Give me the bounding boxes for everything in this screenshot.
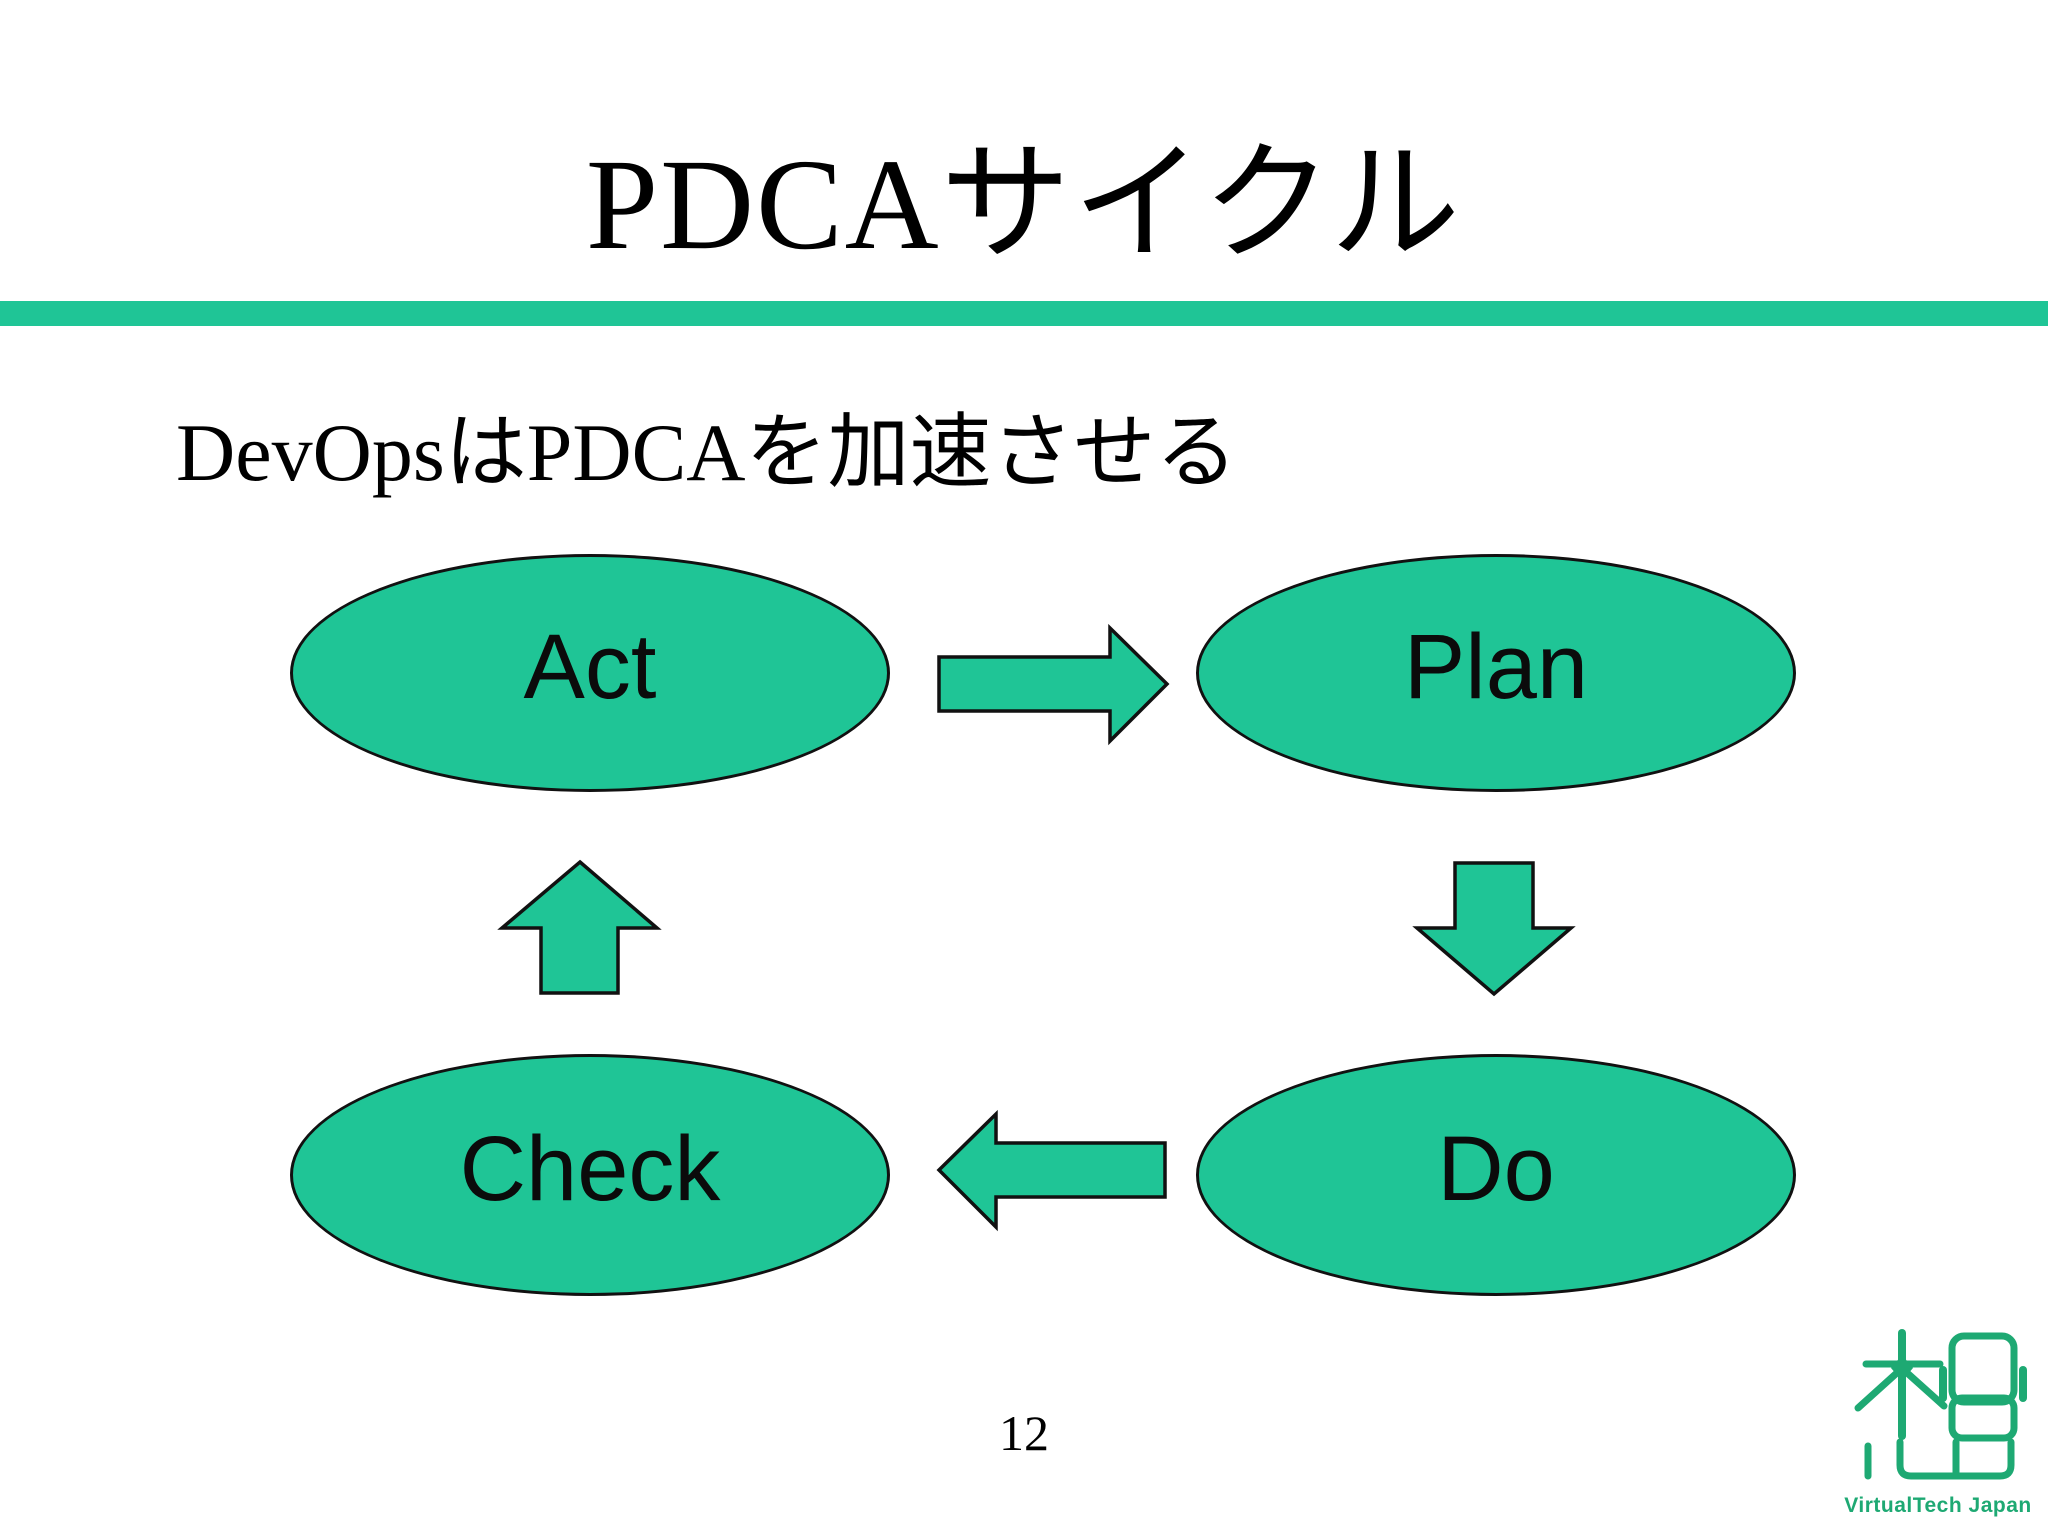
slide-title: PDCAサイクル (585, 133, 1463, 277)
arrow-do-to-check-icon (936, 1109, 1167, 1232)
node-plan: Plan (1196, 554, 1796, 792)
title-divider-bar (0, 301, 2048, 326)
arrow-plan-to-do-icon (1412, 861, 1576, 997)
slide-subtitle: DevOpsはPDCAを加速させる (176, 407, 1238, 498)
logo-wordmark: VirtualTech Japan (1844, 1494, 2031, 1517)
arrow-act-to-plan-icon (937, 623, 1170, 746)
node-act-label: Act (523, 615, 657, 718)
node-do-label: Do (1437, 1117, 1555, 1220)
page-number: 12 (999, 1405, 1049, 1461)
node-plan-label: Plan (1403, 615, 1589, 718)
virtualtech-japan-logo: VirtualTech Japan (1844, 1329, 2031, 1517)
arrow-check-to-act-icon (497, 859, 662, 995)
node-check-label: Check (459, 1117, 721, 1220)
node-do: Do (1196, 1054, 1796, 1296)
node-check: Check (290, 1054, 890, 1296)
logo-kanji-sou-icon (1854, 1329, 2027, 1480)
node-act: Act (290, 554, 890, 792)
